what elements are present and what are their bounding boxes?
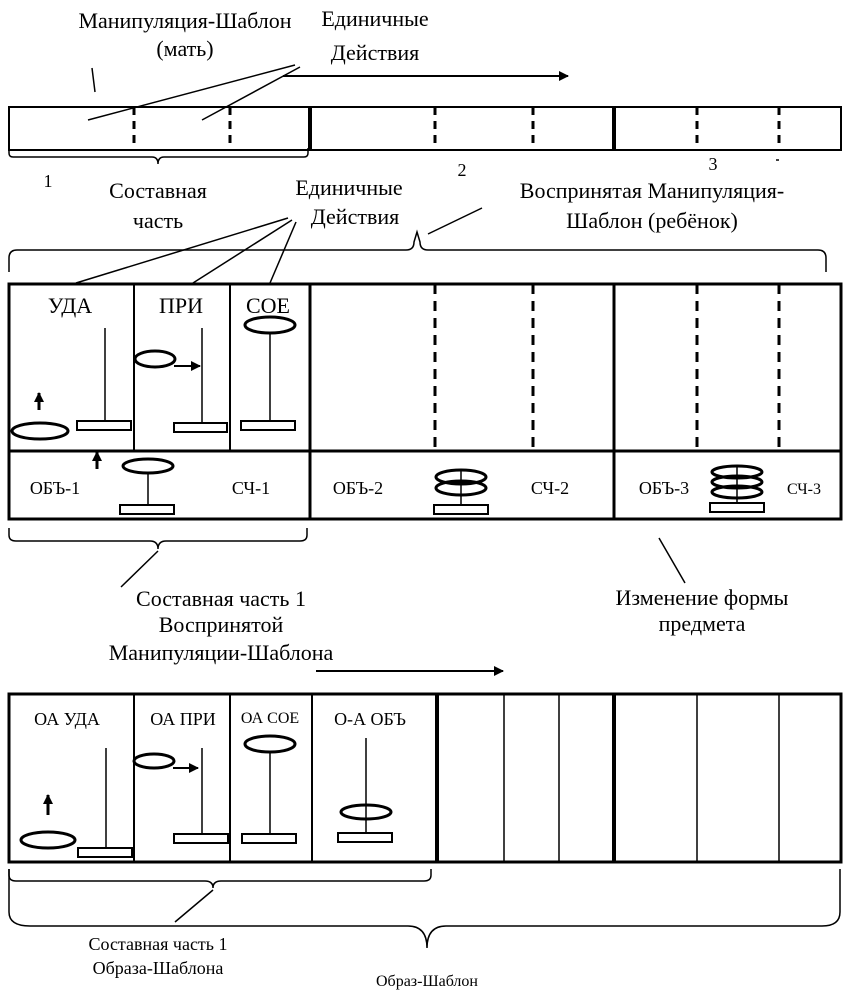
image-template-frame <box>7 692 843 864</box>
cell-label-oa-obj: О-А ОБЪ <box>334 709 406 729</box>
top-section: Манипуляция-Шаблон (мать) Единичные Дейс… <box>8 6 842 233</box>
image-component-1-label-line1: Составная часть 1 <box>88 934 227 954</box>
shape-change-pointer <box>658 537 686 584</box>
number-3: 3 <box>709 154 718 174</box>
single-actions-middle-line1: Единичные <box>295 175 402 200</box>
cell-label-oa-uda: ОА УДА <box>34 709 100 729</box>
image-component-1-label-line2: Образа-Шаблона <box>93 958 224 978</box>
image-component-1-brace <box>8 869 432 889</box>
component-1-brace <box>8 528 308 550</box>
template-mother-label-line2: (мать) <box>156 36 213 61</box>
object-1-illustration <box>119 457 175 515</box>
cell-label-uda: УДА <box>48 293 92 318</box>
component-1-short-label: СЧ-1 <box>232 478 270 498</box>
perceived-pointer-line <box>427 207 483 235</box>
component-2-short-label: СЧ-2 <box>531 478 569 498</box>
component-label-line2: часть <box>133 208 183 233</box>
component-1-label-line2: Воспринятой <box>159 612 284 637</box>
image-template-label: Образ-Шаблон <box>376 973 478 990</box>
single-action-pointer-2 <box>201 66 301 121</box>
single-actions-top-line2: Действия <box>331 40 419 65</box>
soe-illustration <box>240 315 297 431</box>
top-strip-frame <box>8 106 842 151</box>
oa-uda-illustration <box>19 748 133 858</box>
component-1-pointer <box>120 550 159 588</box>
bottom-section: ОА УДА ОА ПРИ ОА СОЕ О-А ОБЪ <box>7 666 843 990</box>
shape-change-label-line1: Изменение формы <box>616 585 789 610</box>
perceived-template-brace <box>8 229 827 272</box>
cell-label-pri: ПРИ <box>159 293 203 318</box>
object-2-illustration <box>433 468 489 515</box>
perceived-template-line1: Воспринятая Манипуляция- <box>520 178 784 203</box>
middle-section: Единичные Действия Воспринятая Манипуляц… <box>7 175 843 665</box>
cell-label-oa-soe: ОА СОЕ <box>241 710 299 727</box>
cell-label-soe: СОЕ <box>246 293 290 318</box>
component-label-line1: Составная <box>109 178 207 203</box>
template-mother-label-line1: Манипуляция-Шаблон <box>78 8 291 33</box>
uda-illustration <box>10 328 132 469</box>
perceived-template-line2: Шаблон (ребёнок) <box>566 208 738 233</box>
image-template-thin-dividers <box>133 694 780 862</box>
mother-pointer-line <box>91 67 96 93</box>
component-3-short-label: СЧ-3 <box>787 481 821 498</box>
pri-illustration <box>133 328 228 433</box>
action-pointer-pri <box>192 219 293 284</box>
component-1-label-line3: Манипуляции-Шаблона <box>109 640 334 665</box>
cell-label-oa-pri: ОА ПРИ <box>150 709 216 729</box>
object-3-label: ОБЪ-3 <box>639 478 689 498</box>
middle-dashed-dividers <box>433 284 781 451</box>
component-1-label-line1: Составная часть 1 <box>136 586 306 611</box>
single-action-pointer-1 <box>87 64 296 121</box>
number-2: 2 <box>458 160 467 180</box>
oa-soe-illustration <box>241 734 297 844</box>
oa-obj-illustration <box>337 738 393 843</box>
object-2-label: ОБЪ-2 <box>333 478 383 498</box>
image-template-brace <box>8 869 841 949</box>
single-actions-middle-line2: Действия <box>311 204 399 229</box>
number-1: 1 <box>44 171 53 191</box>
single-actions-top-line1: Единичные <box>321 6 428 31</box>
top-strip-dashed-dividers <box>132 107 781 150</box>
component-brace-top <box>8 148 309 165</box>
object-3-illustration <box>709 464 765 513</box>
perceived-matrix-frame <box>7 282 843 521</box>
oa-pri-illustration <box>132 748 229 844</box>
shape-change-label-line2: предмета <box>659 611 746 636</box>
object-1-label: ОБЪ-1 <box>30 478 80 498</box>
action-pointer-soe <box>269 221 297 284</box>
image-component-1-pointer <box>174 889 214 923</box>
